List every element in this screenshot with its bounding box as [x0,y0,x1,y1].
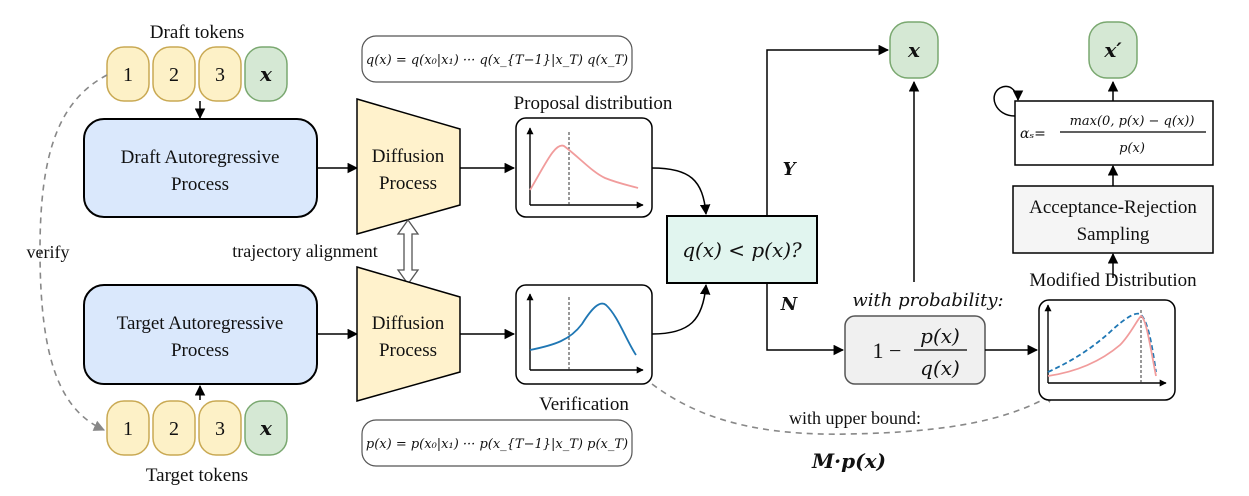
svg-text:3: 3 [215,64,225,86]
target-ar-process-box: Target Autoregressive Process [83,284,318,385]
with-upper-bound-label: with upper bound: [789,408,921,428]
svg-text:x: x [259,416,273,440]
svg-text:1: 1 [123,64,133,86]
proposal-distribution-chart [515,117,653,218]
alpha-numerator: max(0, p(x) − q(x)) [1070,114,1195,129]
p-formula: p(x) = p(x₀|x₁) ··· p(x_{T−1}|x_T) p(x_T… [366,437,628,452]
draft-ar-process-box: Draft Autoregressive Process [83,118,318,218]
no-label: N [780,294,799,315]
target-token-3: 3 [198,400,242,456]
one-minus: 1 − [873,338,902,363]
target-ar-line1: Target Autoregressive [117,313,284,334]
verify-arrow [39,74,108,431]
trajectory-alignment-arrow [396,218,420,286]
accepted-token-x: x [889,21,939,79]
alpha-lhs: αₛ= [1020,126,1046,142]
modified-distribution-label: Modified Distribution [1029,270,1197,291]
modified-proposal-curve [1047,314,1157,377]
draft-ar-line2: Process [171,174,229,195]
target-ar-line2: Process [171,340,229,361]
draft-token-2: 2 [152,46,196,102]
frac-numerator: p(x) [920,324,960,348]
modified-target-curve [1047,312,1157,373]
svg-text:Process: Process [379,340,437,361]
with-probability-label: with probability: [852,290,1003,311]
arrow-yes-path [766,44,890,216]
svg-text:3: 3 [215,418,225,440]
acceptance-rejection-box: Acceptance-Rejection Sampling [1012,185,1214,254]
upper-bound-arrow [651,383,1056,435]
target-token-2: 2 [152,400,196,456]
upper-bound-expression: M·p(x) [811,449,886,473]
svg-text:Diffusion: Diffusion [372,146,445,167]
frac-denominator: q(x) [920,356,960,380]
target-curve [529,302,637,356]
verify-label: verify [27,242,70,262]
target-token-1: 1 [106,400,150,456]
q-formula: q(x) = q(x₀|x₁) ··· q(x_{T−1}|x_T) q(x_T… [366,53,628,68]
svg-text:x: x [259,62,273,86]
verification-label: Verification [539,394,629,415]
verification-chart [515,284,653,385]
modified-distribution-chart [1038,299,1176,401]
target-token-x: x [244,400,288,456]
target-tokens-label: Target tokens [146,465,248,486]
arrow-proposal-to-decision [651,167,711,216]
arrow-no-path [766,283,845,356]
resampled-token-x-prime: x′ [1088,21,1138,79]
svg-text:2: 2 [169,418,179,440]
proposal-distribution-label: Proposal distribution [514,93,673,114]
arrow-verification-to-decision [651,283,711,335]
acceptance-rejection-line2: Sampling [1077,224,1150,245]
svg-text:Process: Process [379,173,437,194]
decision-text: q(x) < p(x)? [682,238,802,262]
draft-ar-line1: Draft Autoregressive [121,147,280,168]
target-diffusion-process: Diffusion Process [356,266,461,402]
svg-text:1: 1 [123,418,133,440]
proposal-curve [529,144,639,191]
svg-text:x′: x′ [1103,38,1122,62]
svg-text:2: 2 [169,64,179,86]
yes-label: Y [783,159,798,180]
alpha-denominator: p(x) [1119,141,1145,156]
self-loop-arrow [993,85,1024,117]
draft-diffusion-process: Diffusion Process [356,98,461,235]
acceptance-rejection-line1: Acceptance-Rejection [1029,197,1197,218]
svg-text:x: x [907,38,921,62]
decision-box: q(x) < p(x)? [666,215,818,284]
q-formula-box: q(x) = q(x₀|x₁) ··· q(x_{T−1}|x_T) q(x_T… [361,35,633,83]
p-formula-box: p(x) = p(x₀|x₁) ··· p(x_{T−1}|x_T) p(x_T… [361,419,633,467]
draft-token-1: 1 [106,46,150,102]
draft-token-x: x [244,46,288,102]
trajectory-alignment-label: trajectory alignment [232,241,377,261]
alpha-formula-box: αₛ= max(0, p(x) − q(x)) p(x) [1014,100,1214,166]
reject-probability-box: 1 − p(x) q(x) [844,315,986,385]
draft-tokens-label: Draft tokens [150,22,244,43]
draft-token-3: 3 [198,46,242,102]
svg-text:Diffusion: Diffusion [372,313,445,334]
